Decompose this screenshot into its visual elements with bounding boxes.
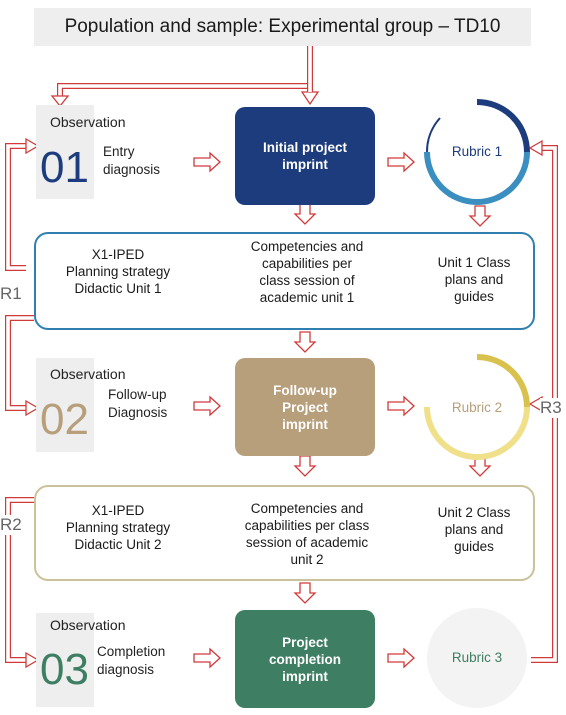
title-text: Population and sample: Experimental grou… [64, 16, 501, 37]
feedback-label-r1: R1 [0, 284, 22, 304]
observation-label-2: Observation [50, 366, 126, 382]
stage-number-1: 01 [40, 143, 89, 192]
stage-number-2: 02 [40, 395, 89, 444]
unit-2-strategy: X1-IPED Planning strategy Didactic Unit … [65, 503, 171, 552]
rubric-label-2: Rubric 2 [451, 400, 503, 415]
project-box-2: Follow-up Project imprint [235, 358, 375, 456]
diagnosis-1: Entry diagnosis [103, 144, 161, 177]
observation-box-1 [36, 105, 94, 199]
unit-1-strategy: X1-IPED Planning strategy Didactic Unit … [65, 247, 171, 296]
stage-number-3: 03 [40, 645, 89, 694]
unit-1-competencies: Competencies and capabilities per class … [250, 239, 364, 305]
diagnosis-2: Follow-up Diagnosis [108, 387, 168, 420]
project-box-1: Initial project imprint [235, 107, 375, 205]
observation-box-3 [36, 613, 94, 707]
rubric-1-ring [424, 99, 530, 205]
unit-2-box [34, 485, 535, 581]
rubric-3-ring [427, 608, 527, 708]
observation-label-1: Observation [50, 114, 126, 130]
feedback-label-r3: R3 [540, 398, 562, 418]
rubric-label-3: Rubric 3 [451, 650, 503, 665]
diagram-title: Population and sample: Experimental grou… [34, 8, 531, 46]
arrow-project1-to-rubric1 [387, 152, 415, 172]
unit-2-competencies: Competencies and capabilities per class … [244, 501, 370, 567]
unit-1-plans: Unit 1 Class plans and guides [437, 255, 511, 304]
observation-label-3: Observation [50, 617, 126, 633]
unit-1-box [34, 232, 535, 330]
unit-2-plans: Unit 2 Class plans and guides [437, 505, 511, 554]
feedback-label-r2: R2 [0, 515, 22, 535]
rubric-2-ring [424, 354, 530, 460]
arrow-diag1-to-project1 [193, 152, 221, 172]
title-split-arrow [57, 46, 313, 96]
rubric-label-1: Rubric 1 [451, 144, 503, 159]
observation-box-2 [36, 358, 94, 452]
diagnosis-3: Completion diagnosis [97, 644, 166, 677]
project-box-3: Project completion imprint [235, 610, 375, 708]
